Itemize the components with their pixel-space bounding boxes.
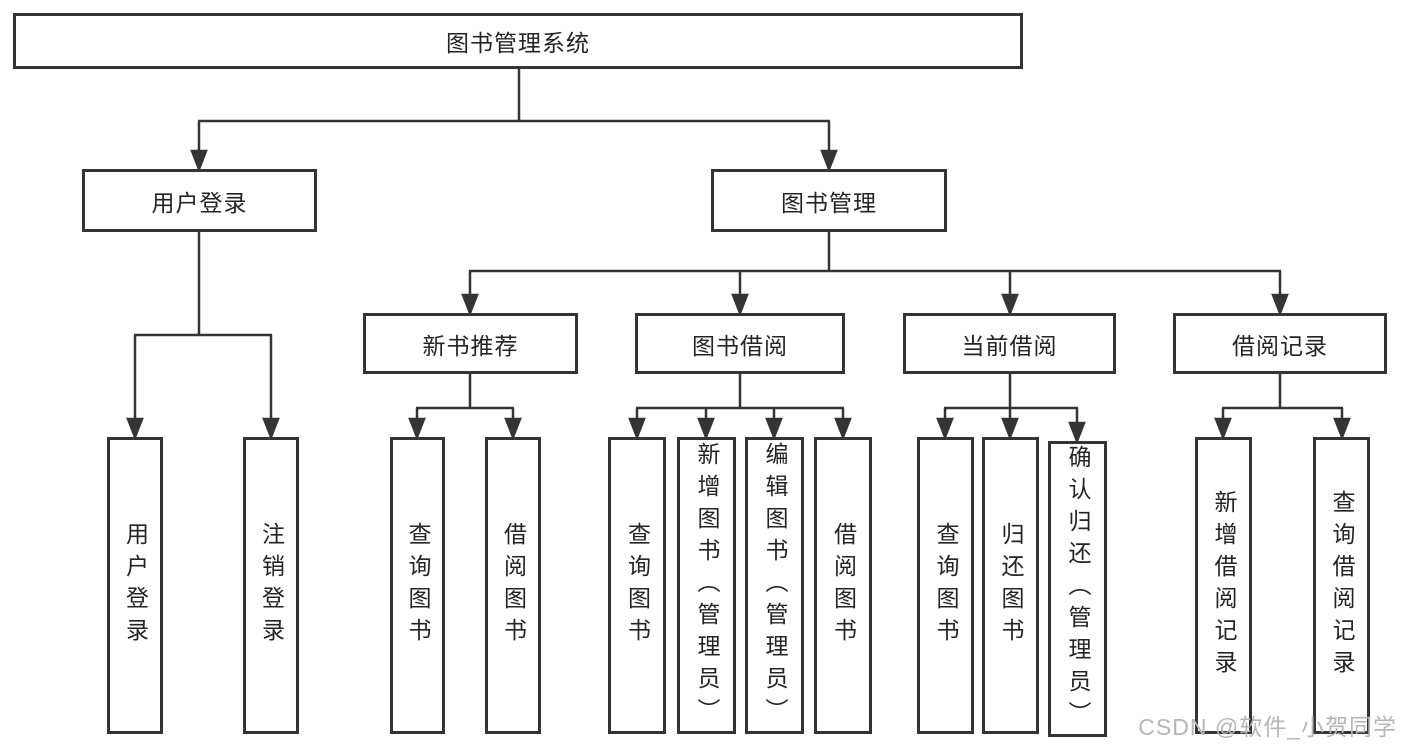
- node-bookborrow-query: 查询图书: [608, 437, 666, 734]
- node-label: 查询图书: [405, 521, 431, 650]
- connector-user-login: [126, 232, 280, 441]
- node-user-login-action: 用户登录: [107, 437, 163, 734]
- node-label: 查询图书: [933, 521, 959, 650]
- node-label: 注销登录: [258, 521, 285, 650]
- csdn-watermark: CSDN @软件_小贺同学: [1138, 714, 1397, 740]
- node-label: 查询图书: [624, 521, 651, 650]
- node-bookborrow-add: 新增图书（管理员）: [677, 437, 736, 734]
- node-label: 借阅图书: [500, 521, 527, 650]
- node-root: 图书管理系统: [13, 13, 1023, 69]
- node-records-add: 新增借阅记录: [1195, 437, 1252, 734]
- node-logout: 注销登录: [243, 437, 299, 734]
- node-new-books: 新书推荐: [363, 313, 578, 374]
- connector-borrow-records: [1214, 374, 1351, 441]
- connector-book-mgmt: [461, 232, 1289, 317]
- connector-book-borrow: [628, 374, 852, 441]
- node-label: 新增借阅记录: [1211, 489, 1237, 682]
- node-label: 借阅图书: [830, 521, 857, 650]
- node-label: 确认归还（管理员）: [1065, 445, 1091, 733]
- node-borrow-records: 借阅记录: [1173, 313, 1387, 374]
- node-label: 编辑图书（管理员）: [762, 441, 788, 730]
- node-currentborrow-query: 查询图书: [917, 437, 974, 734]
- node-book-borrow: 图书借阅: [635, 313, 845, 374]
- node-bookborrow-borrow: 借阅图书: [814, 437, 872, 734]
- node-label: 用户登录: [122, 521, 149, 650]
- node-newbooks-borrow: 借阅图书: [485, 437, 541, 734]
- node-records-query: 查询借阅记录: [1313, 437, 1370, 734]
- node-current-borrow: 当前借阅: [903, 313, 1116, 374]
- node-label: 新增图书（管理员）: [694, 441, 720, 730]
- connector-current-borrow: [936, 374, 1086, 445]
- node-currentborrow-confirm: 确认归还（管理员）: [1048, 441, 1107, 737]
- node-newbooks-query: 查询图书: [390, 437, 445, 734]
- connector-root: [190, 68, 838, 173]
- node-label: 归还图书: [998, 521, 1024, 650]
- node-book-mgmt: 图书管理: [711, 169, 947, 232]
- node-label: 查询借阅记录: [1329, 489, 1355, 682]
- node-currentborrow-return: 归还图书: [982, 437, 1039, 734]
- connector-new-books: [408, 374, 522, 441]
- node-user-login: 用户登录: [82, 169, 317, 232]
- node-bookborrow-edit: 编辑图书（管理员）: [745, 437, 804, 734]
